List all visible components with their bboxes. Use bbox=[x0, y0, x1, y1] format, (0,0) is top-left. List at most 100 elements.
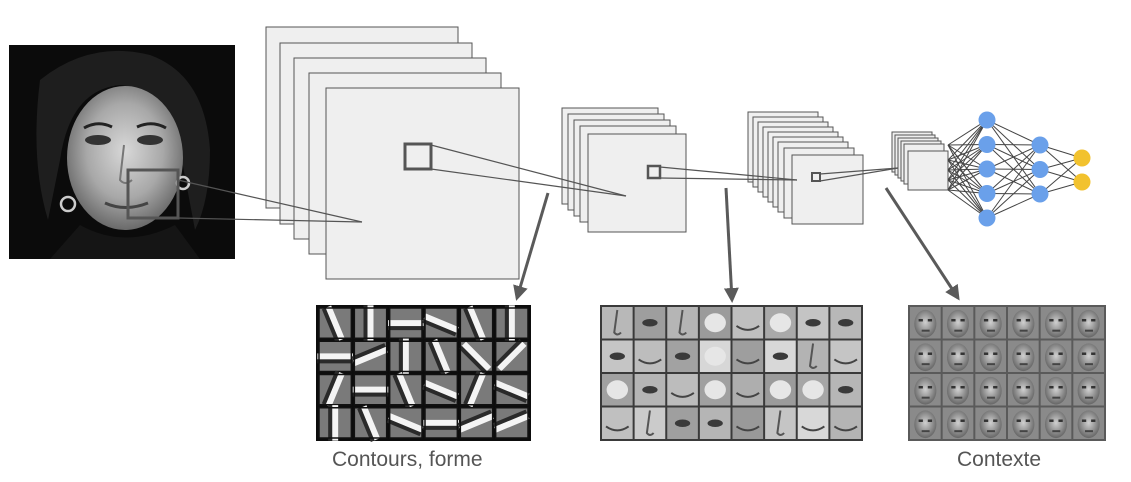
filter-tile bbox=[1008, 407, 1039, 439]
filter-tile bbox=[457, 407, 495, 439]
filter-tile bbox=[494, 305, 529, 341]
layer-3-window bbox=[811, 172, 821, 182]
filter-tile bbox=[386, 407, 424, 439]
filter-tile bbox=[494, 338, 529, 373]
hidden-neuron bbox=[1031, 161, 1049, 178]
filter-tile bbox=[458, 340, 494, 374]
arrow-to-mid-filters bbox=[723, 187, 739, 303]
filter-tile bbox=[975, 407, 1006, 439]
filter-tile bbox=[975, 307, 1006, 339]
filter-tile bbox=[634, 307, 666, 339]
filter-tile bbox=[910, 340, 941, 372]
hidden-neuron bbox=[1031, 136, 1049, 154]
filter-tile bbox=[765, 307, 796, 339]
caption-low-level: Contours, forme bbox=[332, 448, 483, 471]
filter-tile bbox=[667, 340, 698, 372]
projection-lines bbox=[177, 144, 899, 223]
filter-tile bbox=[797, 407, 829, 439]
filter-tile bbox=[830, 340, 861, 372]
feature-maps-layer-2 bbox=[561, 107, 687, 233]
hidden-neuron bbox=[978, 209, 996, 227]
filter-tile bbox=[422, 373, 459, 406]
hidden-neuron bbox=[978, 185, 996, 202]
filter-tile bbox=[699, 340, 731, 372]
filter-tile bbox=[797, 307, 829, 339]
layer-1-window bbox=[403, 142, 433, 171]
filter-tile bbox=[732, 374, 764, 406]
filter-tile bbox=[459, 370, 494, 408]
filter-tile bbox=[602, 340, 633, 372]
filter-tile bbox=[667, 374, 698, 406]
filter-tile bbox=[351, 340, 389, 373]
filters-mid-level-grid bbox=[600, 305, 863, 441]
filter-tile bbox=[699, 307, 731, 339]
filter-tile bbox=[942, 307, 974, 339]
filter-tile bbox=[942, 374, 974, 406]
filters-high-level-grid bbox=[908, 305, 1106, 441]
filter-tile bbox=[1008, 340, 1039, 372]
filter-tile bbox=[1073, 374, 1104, 406]
feature-maps-layer-4 bbox=[891, 131, 949, 191]
filter-tile bbox=[1073, 407, 1104, 439]
filter-tile bbox=[602, 307, 633, 339]
filter-tile bbox=[352, 373, 389, 406]
filter-tile bbox=[830, 307, 861, 339]
filters-low-level-grid bbox=[316, 305, 531, 442]
receptive-field-box bbox=[126, 168, 180, 220]
output-neuron bbox=[1073, 149, 1091, 167]
filter-tile bbox=[1040, 407, 1072, 439]
filter-tile bbox=[1073, 340, 1104, 372]
filter-tile bbox=[422, 307, 459, 339]
filter-tile bbox=[388, 372, 423, 409]
filter-tile bbox=[602, 374, 633, 406]
filter-tile bbox=[975, 340, 1006, 372]
filter-tile bbox=[492, 373, 530, 406]
filter-tile bbox=[732, 340, 764, 372]
filter-tile bbox=[1008, 307, 1039, 339]
filter-tile bbox=[317, 340, 353, 373]
filter-tile bbox=[318, 405, 353, 441]
filter-tile bbox=[910, 407, 941, 439]
caption-high-level: Contexte bbox=[957, 448, 1042, 471]
filter-tile bbox=[424, 338, 459, 376]
filter-tile bbox=[830, 374, 861, 406]
filter-tile bbox=[602, 407, 633, 439]
filter-tile bbox=[667, 307, 698, 339]
fully-connected-network bbox=[947, 111, 1091, 227]
hidden-neuron bbox=[1031, 185, 1049, 203]
filter-tile bbox=[830, 407, 861, 439]
filter-tile bbox=[423, 407, 459, 439]
filter-tile bbox=[1040, 340, 1072, 372]
filter-tile bbox=[1040, 374, 1072, 406]
output-neuron bbox=[1073, 173, 1091, 191]
filter-tile bbox=[942, 340, 974, 372]
arrow-to-low-filters bbox=[513, 192, 550, 301]
filter-tile bbox=[699, 374, 731, 406]
filter-tile bbox=[318, 305, 353, 343]
feature-maps-layer-3 bbox=[747, 111, 864, 225]
filter-tile bbox=[388, 338, 423, 375]
arrow-to-high-filters bbox=[884, 187, 960, 301]
filter-tile bbox=[634, 374, 666, 406]
input-face-image bbox=[9, 45, 235, 259]
filter-tile bbox=[353, 305, 388, 341]
layer-2-window bbox=[646, 164, 662, 180]
filter-tile bbox=[699, 407, 731, 439]
arrows bbox=[513, 187, 960, 303]
filter-tile bbox=[388, 307, 424, 339]
filter-tile bbox=[667, 407, 698, 439]
filter-tile bbox=[910, 307, 941, 339]
filter-tile bbox=[318, 370, 353, 408]
filter-tile bbox=[353, 405, 388, 442]
filter-tile bbox=[797, 340, 829, 372]
filter-tile bbox=[765, 374, 796, 406]
filter-tile bbox=[732, 307, 764, 339]
hidden-neuron bbox=[978, 160, 996, 178]
hidden-neuron bbox=[978, 111, 996, 129]
filter-tile bbox=[910, 374, 941, 406]
filter-tile bbox=[492, 407, 530, 439]
filter-tile bbox=[732, 407, 764, 439]
hidden-neuron bbox=[978, 136, 996, 153]
filter-tile bbox=[459, 305, 494, 343]
filter-tile bbox=[797, 374, 829, 406]
